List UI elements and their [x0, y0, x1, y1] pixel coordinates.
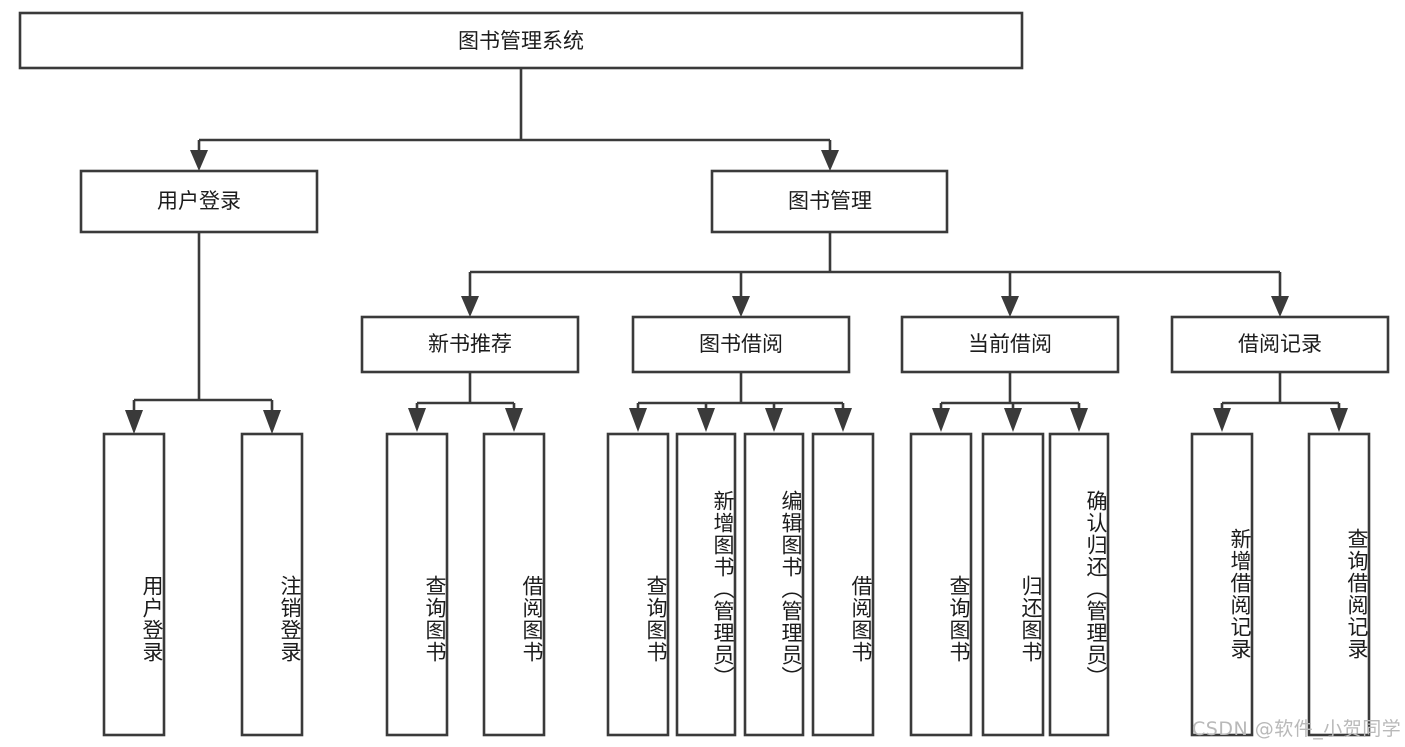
node-layer: 图书管理系统 用户登录 图书管理 新书推荐 图书借阅 当前 [18, 11, 1390, 737]
node-borrow-record[interactable]: 借阅记录 [1170, 315, 1390, 374]
node-root-label: 图书管理系统 [458, 29, 584, 53]
node-current-borrow-label: 当前借阅 [968, 332, 1052, 356]
arrow-head-book-manage [821, 150, 839, 171]
arrow-head-leaf-confirm-return [1070, 408, 1088, 432]
node-borrow-record-label: 借阅记录 [1238, 332, 1322, 356]
node-borrow-record-box[interactable] [1170, 315, 1390, 374]
node-new-book-recommend-box[interactable] [360, 315, 580, 374]
arrow-head-leaf-user-login [125, 410, 143, 434]
node-leaf-logout-box[interactable] [240, 432, 304, 737]
arrow-head-leaf-add-book [697, 408, 715, 432]
node-leaf-confirm-return-box[interactable] [1048, 432, 1110, 737]
node-leaf-user-login-box[interactable] [102, 432, 166, 737]
node-book-borrow[interactable]: 图书借阅 [631, 315, 851, 374]
node-leaf-query-book-3-box[interactable] [909, 432, 973, 737]
arrow-head-leaf-edit-book [765, 408, 783, 432]
arrow-head-leaf-query-book-2 [629, 408, 647, 432]
node-current-borrow-box[interactable] [900, 315, 1120, 374]
arrow-head-leaf-query-book-3 [932, 408, 950, 432]
arrow-head-borrow-record [1271, 296, 1289, 317]
node-book-borrow-box[interactable] [631, 315, 851, 374]
connector-layer [125, 68, 1348, 434]
node-current-borrow[interactable]: 当前借阅 [900, 315, 1120, 374]
arrow-head-user-login [190, 150, 208, 171]
node-leaf-query-record-box[interactable] [1307, 432, 1371, 737]
node-leaf-query-book-2-box[interactable] [606, 432, 670, 737]
arrow-head-leaf-borrow-book-2 [834, 408, 852, 432]
arrow-head-leaf-query-record [1330, 408, 1348, 432]
node-book-manage[interactable]: 图书管理 [710, 169, 949, 234]
node-user-login-box[interactable] [79, 169, 319, 234]
arrow-head-current-borrow [1001, 296, 1019, 317]
node-root[interactable]: 图书管理系统 [18, 11, 1024, 70]
node-leaf-add-book-box[interactable] [675, 432, 737, 737]
node-new-book-recommend-label: 新书推荐 [428, 332, 512, 356]
node-root-box[interactable] [18, 11, 1024, 70]
arrow-head-leaf-return-book [1004, 408, 1022, 432]
arrow-head-new-book-recommend [461, 296, 479, 317]
node-leaf-add-record-box[interactable] [1190, 432, 1254, 737]
node-new-book-recommend[interactable]: 新书推荐 [360, 315, 580, 374]
watermark-text: CSDN @软件_小贺同学 [1192, 718, 1402, 740]
arrow-head-leaf-logout [263, 410, 281, 434]
arrow-head-book-borrow [732, 296, 750, 317]
arrow-head-leaf-add-record [1213, 408, 1231, 432]
node-leaf-borrow-book-1-box[interactable] [482, 432, 546, 737]
node-book-manage-label: 图书管理 [788, 189, 872, 213]
node-user-login[interactable]: 用户登录 [79, 169, 319, 234]
arrow-head-leaf-borrow-book-1 [505, 408, 523, 432]
arrow-head-leaf-query-book-1 [408, 408, 426, 432]
node-leaf-borrow-book-2-box[interactable] [811, 432, 875, 737]
node-book-borrow-label: 图书借阅 [699, 332, 783, 356]
node-leaf-query-book-1-box[interactable] [385, 432, 449, 737]
node-book-manage-box[interactable] [710, 169, 949, 234]
node-user-login-label: 用户登录 [157, 189, 241, 213]
node-leaf-return-book-box[interactable] [981, 432, 1045, 737]
node-leaf-edit-book-box[interactable] [743, 432, 805, 737]
